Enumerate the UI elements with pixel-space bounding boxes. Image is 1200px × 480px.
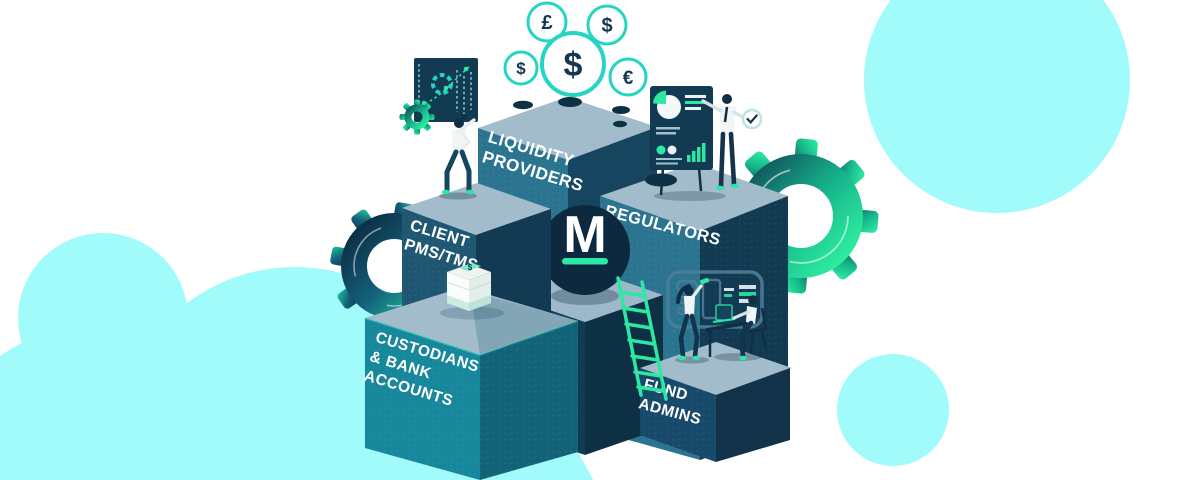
- sitting-man-figure: [732, 295, 768, 361]
- currency-badges: £ $ $ $ €: [503, 1, 648, 97]
- money-stack-icon: $: [440, 263, 504, 320]
- dollar-symbol-left: $: [516, 59, 526, 78]
- blob-circle-top-right: [864, 0, 1130, 213]
- dollar-badge-top: $: [586, 4, 628, 46]
- dollar-badge-large: $: [540, 31, 606, 97]
- euro-symbol: €: [623, 68, 634, 89]
- woman-figure: [441, 114, 476, 195]
- fund-admins-scene: [666, 270, 768, 364]
- presenter-with-chart-board: [650, 86, 763, 201]
- m-logo-letter: M: [563, 206, 606, 264]
- dollar-badge-left: $: [503, 50, 539, 86]
- analyst-with-data-board: [399, 58, 478, 200]
- custodians-cube: CUSTODIANS & BANK ACCOUNTS: [362, 287, 579, 480]
- office-chair: [747, 307, 768, 355]
- laptop-icon: [715, 304, 733, 321]
- standing-woman-figure: [676, 277, 710, 361]
- m-logo-circle: [540, 205, 630, 295]
- money-stack-symbol: $: [468, 263, 473, 272]
- cube-top-holes: [513, 97, 630, 128]
- binary-columns: [418, 64, 472, 114]
- checkmark-badge: [741, 108, 763, 130]
- dollar-symbol-large: $: [564, 46, 583, 84]
- gear-glyph: [431, 73, 453, 95]
- m-logo-underline: [562, 258, 608, 265]
- euro-badge: €: [608, 57, 648, 97]
- gear-icon-small: [399, 99, 435, 135]
- pound-symbol: £: [541, 12, 552, 34]
- check-icon: [746, 114, 758, 125]
- m-logo: M: [540, 205, 630, 295]
- desk-with-laptop: [705, 304, 749, 357]
- pound-badge: £: [526, 1, 568, 43]
- bar-chart: [687, 143, 706, 162]
- dollar-symbol-top: $: [601, 15, 612, 37]
- presenter-figure: [701, 94, 748, 191]
- ladder-icon: [616, 276, 668, 401]
- blob-circle-right-small: [837, 354, 949, 466]
